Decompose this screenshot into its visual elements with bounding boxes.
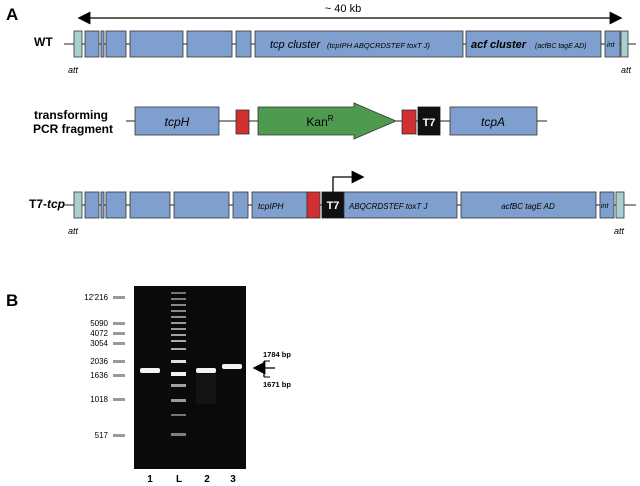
t7tcp-att-left-box: [73, 191, 83, 219]
t7tcp-genes-label: ABQCRDSTEF toxT J: [348, 202, 429, 211]
wt-gene-4: [129, 30, 184, 58]
marker-label: 1018: [90, 395, 108, 404]
kan-arrow: [257, 102, 398, 140]
pcr-label-line2: PCR fragment: [33, 122, 113, 136]
tcph-label: tcpH: [165, 115, 190, 129]
marker-label: 3054: [90, 339, 108, 348]
gel-image: [134, 286, 246, 469]
t7tcp-int-box: [599, 191, 615, 219]
t7tcp-construct: [64, 191, 636, 219]
ladder-labels: 12'216 5090 4072 3054 2036 1636 1018 517: [84, 293, 108, 440]
t7tcp-gene-1: [84, 191, 100, 219]
t7-box: [417, 106, 441, 136]
tcpa-box: [449, 106, 538, 136]
pcr-label-line1: transforming: [34, 108, 108, 122]
t7tcp-label-prefix: T7-: [29, 197, 47, 211]
t7tcp-att-left: att: [68, 226, 79, 236]
wt-att-right: att: [621, 65, 632, 75]
wt-gene-5: [186, 30, 233, 58]
tcpa-label: tcpA: [481, 115, 505, 129]
wt-construct: [64, 30, 636, 58]
marker-label: 2036: [90, 357, 108, 366]
pcr-construct: [126, 102, 547, 140]
int-box: [604, 30, 621, 58]
acf-cluster-label: acf cluster: [471, 39, 527, 51]
marker-label: 12'216: [84, 293, 108, 302]
t7tcp-att-right: att: [614, 226, 625, 236]
t7tcp-gene-3: [105, 191, 127, 219]
t7tcp-gene-4: [129, 191, 171, 219]
marker-label: 517: [95, 431, 109, 440]
tcp-genes-label: (tcpIPH ABQCRDSTEF toxT J): [327, 41, 430, 50]
kan-label: KanR: [306, 114, 333, 129]
tcpiph-label: tcpIPH: [258, 201, 284, 211]
tcp-cluster-label: tcp cluster: [270, 39, 321, 51]
t7tcp-gene-6: [232, 191, 249, 219]
t7tcp-t7-label: T7: [327, 200, 340, 212]
band-lane-3: [222, 364, 242, 369]
band-lane-2: [196, 368, 216, 373]
wt-gene-1: [84, 30, 100, 58]
t7tcp-genes-box: [343, 191, 458, 219]
lane-label: 2: [204, 474, 210, 485]
wt-label: WT: [34, 35, 53, 49]
t7tcp-att-right-box: [615, 191, 625, 219]
marker-label: 4072: [90, 329, 108, 338]
tcp-cluster-box: [254, 30, 464, 58]
t7tcp-label-italic: tcp: [47, 197, 65, 211]
t7tcp-int-label: int: [601, 203, 609, 210]
marker-label: 5090: [90, 319, 108, 328]
lane-label: 1: [147, 474, 153, 485]
panel-b-letter: B: [6, 291, 18, 310]
wt-gene-2: [100, 30, 105, 58]
att-right-box: [620, 30, 629, 58]
lane-label: 3: [230, 474, 236, 485]
t7tcp-acf-box: [460, 191, 597, 219]
t7tcp-label: T7-tcp: [29, 197, 65, 211]
t7tcp-gene-5: [173, 191, 230, 219]
kan-label-main: Kan: [306, 115, 327, 129]
marker-label: 1636: [90, 371, 108, 380]
tcph-box: [134, 106, 220, 136]
lane-label: L: [176, 474, 182, 485]
tcpiph-box: [251, 191, 308, 219]
att-left-box: [73, 30, 83, 58]
ladder-bands: [171, 292, 186, 436]
lane-labels: 1 L 2 3: [147, 474, 236, 485]
t7tcp-flank: [306, 191, 321, 219]
size-lower-label: 1671 bp: [263, 380, 291, 389]
ladder-ticks: [113, 296, 125, 437]
kan-label-sup: R: [328, 114, 334, 123]
t7tcp-gene-2: [100, 191, 105, 219]
wt-gene-6: [235, 30, 252, 58]
size-upper-label: 1784 bp: [263, 350, 291, 359]
wt-int-label: int: [607, 42, 615, 49]
t7-promoter-arrow: [332, 170, 365, 193]
span-label: ~ 40 kb: [325, 3, 361, 15]
acf-cluster-box: [465, 30, 602, 58]
wt-gene-3: [105, 30, 127, 58]
flank-left: [235, 109, 250, 135]
panel-a-letter: A: [6, 5, 18, 24]
flank-right: [401, 109, 417, 135]
band-lane-1: [140, 368, 160, 373]
pcr-t7-label: T7: [423, 117, 436, 129]
t7tcp-acf-label: acfBC tagE AD: [501, 202, 555, 211]
wt-att-left: att: [68, 65, 79, 75]
size-arrow: [252, 360, 275, 378]
acf-genes-label: (acfBC tagE AD): [535, 43, 586, 50]
